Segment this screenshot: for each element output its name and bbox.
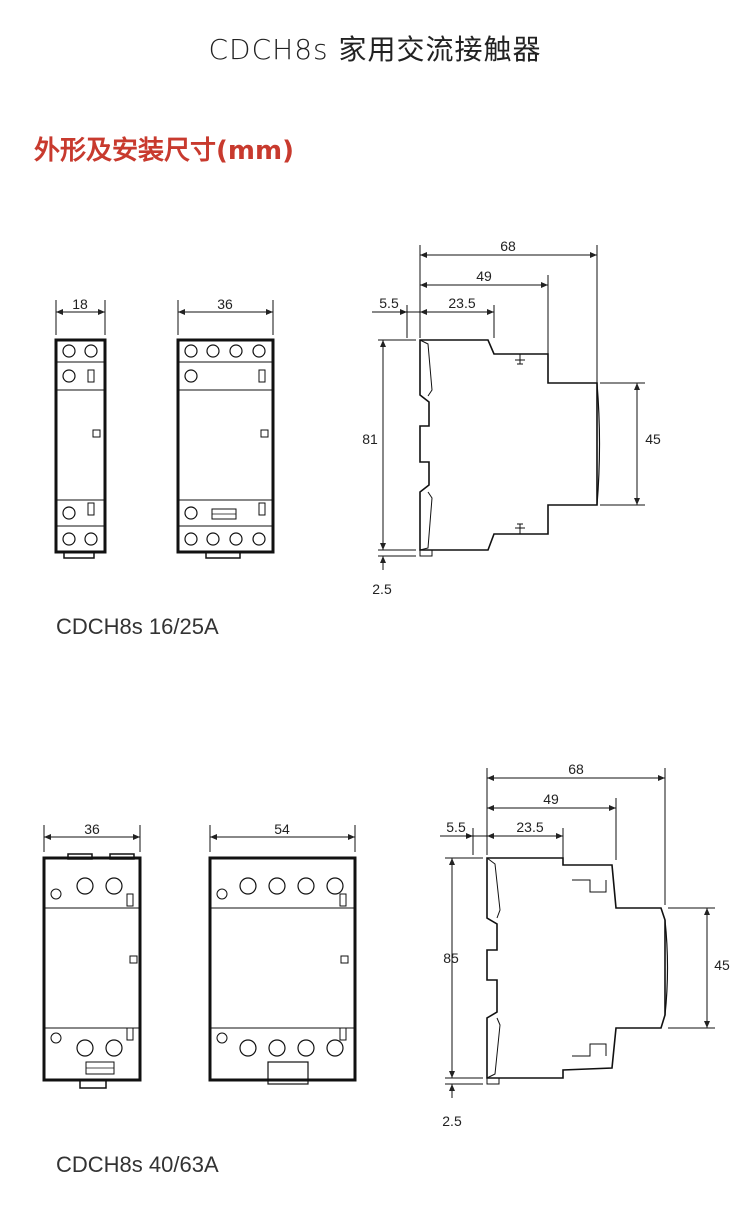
module-body [54,338,107,554]
front-view-3pole [208,825,357,1085]
label-front-height: 45 [714,957,730,973]
label-front-offset: 23.5 [516,819,543,835]
front-view-2pole [176,300,275,559]
label-overall-depth: 68 [568,761,584,777]
label-mid-depth: 49 [476,268,492,284]
side-body-outline [419,339,598,551]
dim-width-36: 36 [84,821,100,837]
label-rail-gap: 2.5 [442,1113,462,1129]
label-front-height: 45 [645,431,661,447]
side-body-outline [486,857,666,1079]
page-title: CDCH8s 家用交流接触器 [208,33,542,66]
label-rail-offset: 5.5 [446,819,466,835]
front-view-2pole [42,825,142,1089]
section-title: 外形及安装尺寸(mm) [34,136,294,166]
label-rail-gap: 2.5 [372,581,392,597]
side-view [440,768,715,1098]
label-front-offset: 23.5 [448,295,475,311]
module-body [208,856,357,1082]
module-body [42,856,142,1082]
dim-width-18: 18 [72,296,88,312]
caption-model-a: CDCH8s 16/25A [56,614,219,639]
dim-width-36: 36 [217,296,233,312]
drawing-model-b: 36 54 [42,761,730,1129]
label-height: 85 [443,950,459,966]
dim-width-54: 54 [274,821,290,837]
side-view [372,245,645,570]
front-view-1pole [54,300,107,559]
drawing-model-a: 18 36 [54,238,661,597]
label-mid-depth: 49 [543,791,559,807]
caption-model-b: CDCH8s 40/63A [56,1152,219,1177]
label-rail-offset: 5.5 [379,295,399,311]
label-overall-depth: 68 [500,238,516,254]
label-height: 81 [362,431,378,447]
